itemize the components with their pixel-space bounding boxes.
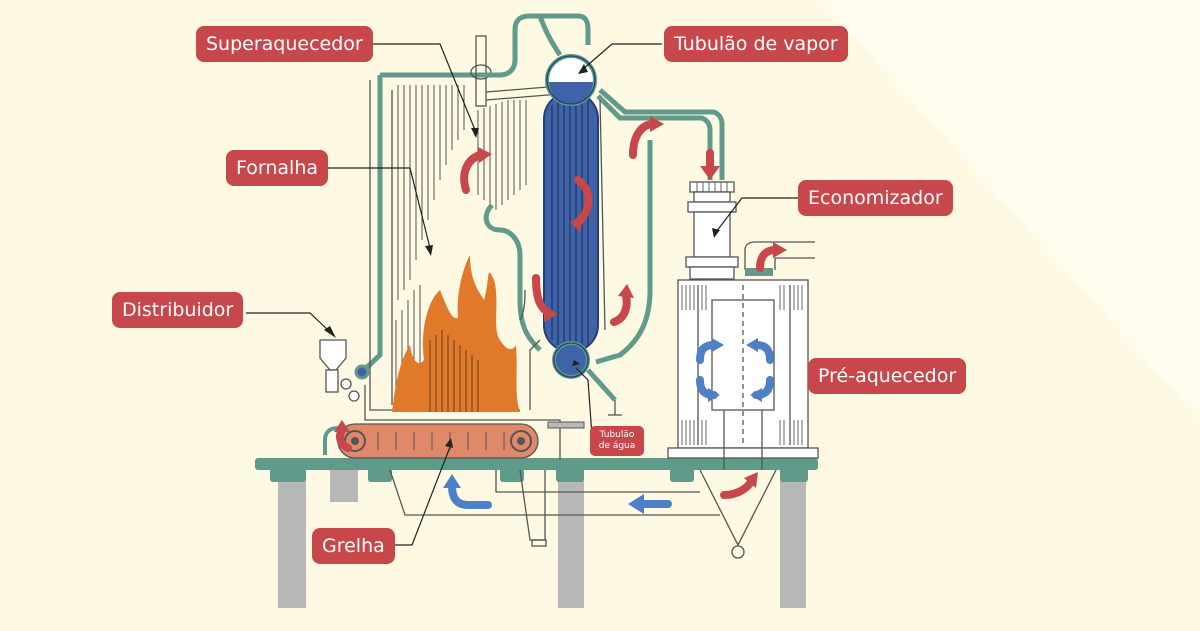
circulation-pipes [480, 13, 725, 402]
return-pipe [323, 426, 339, 455]
furnace-tubes [397, 85, 465, 300]
distributor-hopper [319, 339, 360, 402]
circulation-pipes-thin [519, 99, 622, 416]
label-preheater: Pré-aquecedor [808, 358, 967, 394]
steam-drum [545, 54, 597, 106]
economizer-fins [696, 182, 728, 192]
economizer [685, 181, 739, 280]
background-sheen [820, 0, 1200, 420]
feed-valve [354, 364, 370, 380]
label-economizer: Economizador [798, 180, 953, 216]
label-water-drum-line2: de água [598, 441, 636, 451]
flame-tube-lines [429, 330, 479, 412]
preheater-tubes [681, 285, 803, 445]
hot-gas-arrowheads [334, 116, 787, 488]
label-superheater: Superaquecedor [196, 26, 373, 62]
furnace-flames [392, 255, 520, 412]
label-water-drum-line1: Tubulão [599, 430, 635, 440]
leader-arrowheads [324, 64, 720, 448]
base-platform [255, 458, 818, 482]
preheater-outlet-cap [745, 268, 773, 276]
ash-chute [547, 421, 585, 429]
grate-conveyor [337, 423, 539, 459]
label-distributor: Distribuidor [112, 292, 244, 328]
air-ducts [389, 469, 777, 559]
label-steam-drum: Tubulão de vapor [664, 26, 848, 62]
preheater [667, 241, 819, 470]
cold-air-arrowheads [443, 338, 762, 514]
leader-lines [246, 43, 802, 546]
label-water-drum: Tubulão de água [590, 426, 644, 456]
water-drum [552, 341, 590, 379]
label-furnace: Fornalha [226, 150, 329, 186]
label-grate: Grelha [312, 528, 395, 564]
superheater-tubes [477, 100, 527, 210]
boiler-bank-tubes [551, 95, 589, 350]
